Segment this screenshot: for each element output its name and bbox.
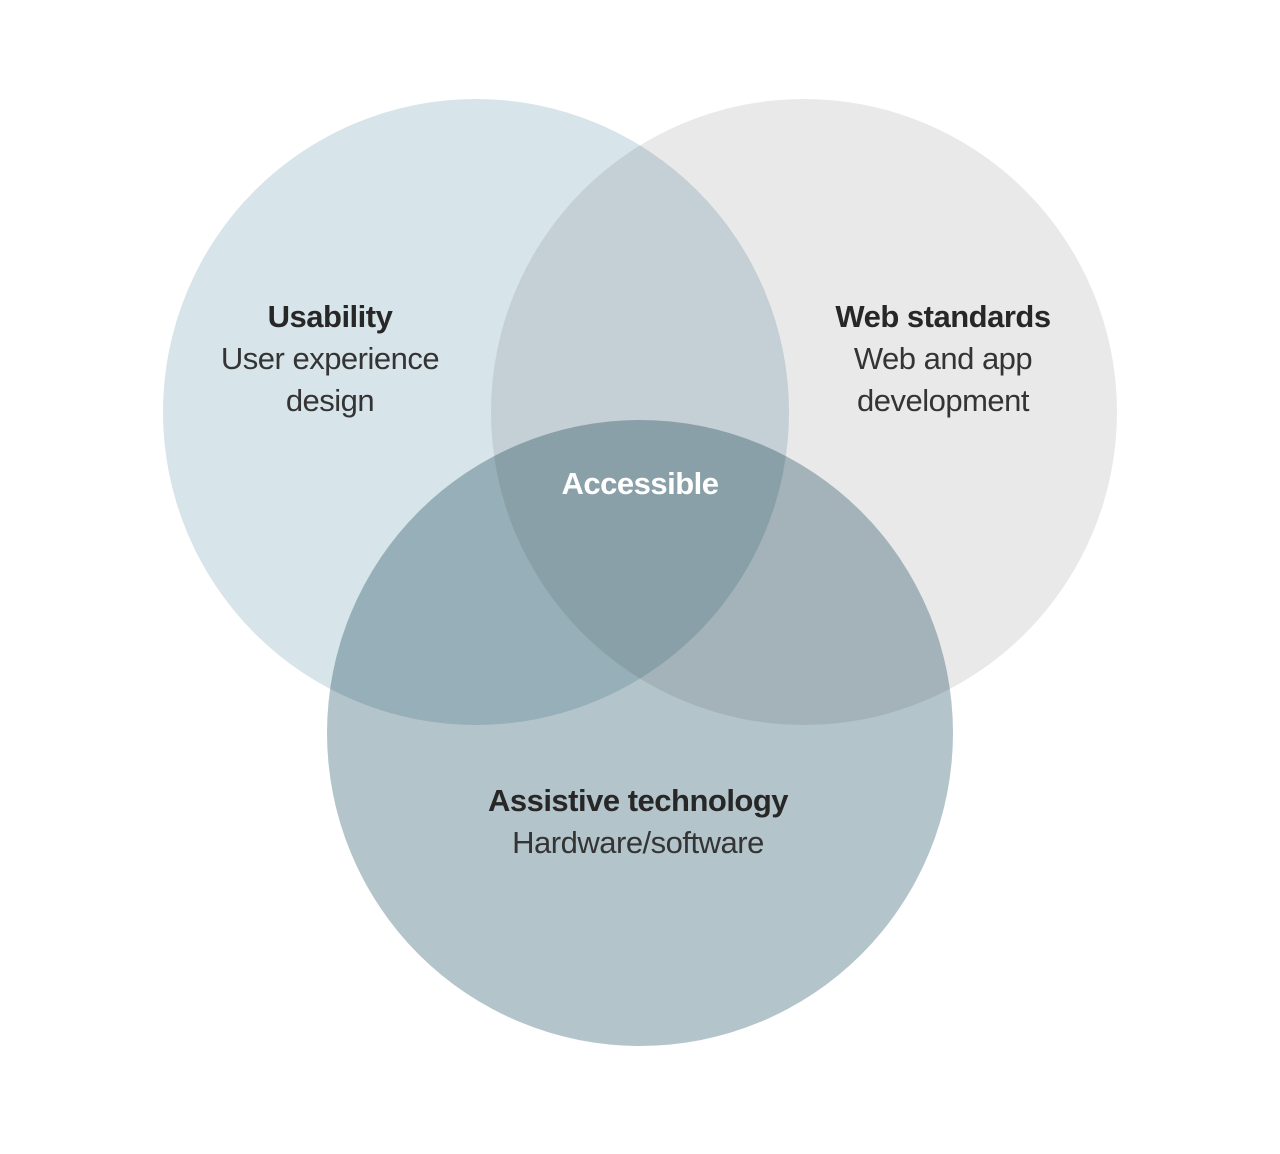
web-standards-subtitle-line1: Web and app <box>853 341 1033 376</box>
assistive-technology-subtitle-line1: Hardware/software <box>512 825 764 860</box>
assistive-technology-title: Assistive technology <box>487 783 789 818</box>
usability-subtitle-line1: User experience <box>220 341 440 376</box>
assistive-technology-circle <box>327 420 953 1046</box>
usability-subtitle-line2: design <box>285 383 375 418</box>
accessible-center-label: Accessible <box>561 466 720 501</box>
web-standards-title: Web standards <box>835 299 1051 334</box>
usability-title: Usability <box>267 299 393 334</box>
assistive-technology-label-group: Assistive technology Hardware/software <box>428 780 848 864</box>
usability-label-group: Usability User experience design <box>160 296 500 422</box>
web-standards-subtitle-line2: development <box>856 383 1030 418</box>
web-standards-label-group: Web standards Web and app development <box>773 296 1113 422</box>
